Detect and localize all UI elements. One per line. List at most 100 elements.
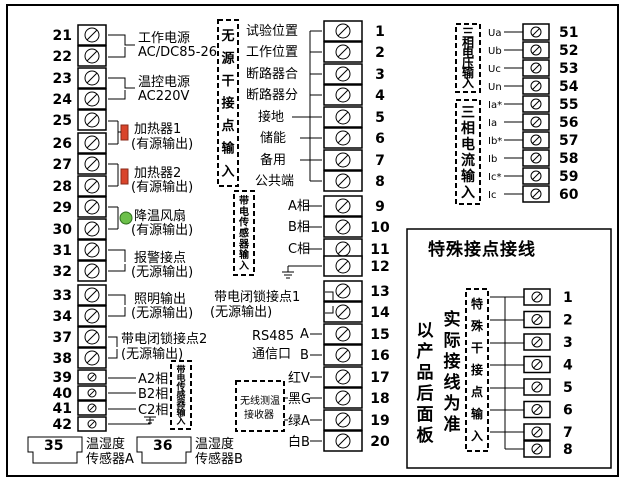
mid-terminal	[323, 149, 363, 171]
right-terminal-label: Ic*	[488, 172, 501, 183]
label-white-b: 白B	[288, 434, 310, 450]
right-terminal-label: Ub	[488, 46, 502, 57]
label-temp-power: 温控电源	[138, 75, 190, 90]
special-terminal	[523, 333, 551, 351]
label-light: 照明输出	[134, 291, 186, 307]
mid-terminal	[323, 409, 363, 431]
label-alarm-mode: (无源输出)	[131, 264, 193, 280]
mid-terminal-number: 19	[370, 413, 389, 429]
label-work-power: 工作电源	[138, 31, 190, 46]
special-terminal-number: 4	[563, 358, 573, 374]
special-contact-section: 特殊接点接线 以产品后面板 实际接线为准 特殊干接点输入	[406, 228, 612, 469]
label-wireless: 无线测温	[240, 394, 280, 407]
label-breaker-close: 断路器合	[246, 66, 298, 82]
three-phase-current-input-box: 三相电流输入	[455, 99, 481, 205]
right-terminal	[522, 59, 550, 77]
label-spare: 备用	[260, 152, 286, 168]
left-terminal-number: 42	[53, 417, 72, 433]
right-terminal-number: 56	[559, 115, 578, 131]
mid-terminal	[323, 344, 363, 366]
vb-voltage-text: 三相电压输入	[462, 26, 475, 90]
mid-terminal	[323, 63, 363, 85]
label-comm-port: 通信口	[252, 347, 291, 362]
special-contact-frame	[406, 228, 612, 469]
mid-terminal-number: 20	[370, 434, 390, 450]
special-terminal-number: 3	[563, 335, 573, 351]
left-terminal-number: 26	[53, 136, 72, 152]
left-terminal-number: 34	[53, 309, 73, 325]
label-c-phase: C相	[288, 242, 310, 257]
mid-terminal	[323, 106, 363, 128]
right-terminal-label: Ib	[488, 154, 497, 165]
left-terminal-number: 38	[53, 351, 72, 367]
right-terminal-number: 51	[559, 25, 578, 41]
right-terminal-label: Ia*	[488, 100, 502, 111]
mid-terminal-number: 13	[370, 284, 389, 300]
label-lock1: 带电闭锁接点1	[214, 289, 300, 305]
right-terminal-number: 58	[559, 151, 578, 167]
label-a-phase: A相	[288, 199, 310, 214]
mid-terminal-number: 8	[375, 174, 385, 190]
mid-terminal	[323, 195, 363, 217]
label-work-power-voltage: AC/DC85-265V	[138, 45, 234, 60]
special-terminal-number: 6	[563, 403, 573, 419]
left-terminal	[77, 284, 107, 306]
special-terminal-number: 5	[563, 380, 573, 396]
right-terminal-number: 54	[559, 79, 579, 95]
heater1-icon	[120, 124, 129, 141]
left-terminal	[77, 305, 107, 327]
left-terminal	[77, 88, 107, 110]
right-terminal-number: 60	[559, 187, 579, 203]
right-terminal	[522, 167, 550, 185]
label-rs485-a: A	[300, 327, 309, 342]
special-terminal	[523, 400, 551, 419]
label-alarm: 报警接点	[134, 250, 186, 266]
label-ground: 接地	[258, 109, 284, 125]
label-black-g: 黑G	[288, 392, 311, 407]
special-terminal	[523, 355, 551, 374]
special-terminal-number: 8	[563, 442, 573, 458]
label-temp-power-voltage: AC220V	[138, 89, 190, 104]
left-terminal-number: 33	[53, 288, 72, 304]
mid-terminal	[323, 280, 363, 302]
left-terminal	[77, 369, 107, 385]
left-terminal-number: 39	[53, 370, 72, 386]
right-terminal	[522, 185, 550, 203]
mid-terminal	[323, 127, 363, 149]
left-terminal-number: 40	[53, 386, 73, 402]
mid-terminal	[323, 387, 363, 409]
mid-terminal	[323, 20, 363, 42]
vt-note2-text: 实际接线为准	[444, 309, 461, 435]
label-b2-phase: B2相	[138, 387, 168, 402]
three-phase-voltage-input-box: 三相电压输入	[455, 23, 481, 93]
label-a2-phase: A2相	[138, 372, 168, 387]
special-terminal	[523, 440, 551, 458]
right-terminal-label: Ib*	[488, 136, 502, 147]
label-rs485: RS485	[252, 329, 294, 344]
label-green-a: 绿A	[288, 414, 310, 429]
left-terminal-number: 30	[53, 222, 73, 238]
left-terminal	[77, 175, 107, 197]
left-terminal	[77, 416, 107, 432]
mid-terminal-number: 18	[370, 391, 389, 407]
left-terminal-number: 29	[53, 200, 72, 216]
left-terminal	[77, 260, 107, 282]
label-work-position: 工作位置	[246, 45, 298, 60]
label-rs485-b: B	[300, 348, 309, 363]
label-red-v: 红V	[288, 370, 310, 386]
mid-terminal-number: 9	[375, 199, 385, 215]
mid-terminal	[323, 41, 363, 63]
special-terminal	[523, 288, 551, 306]
left-terminal	[77, 153, 107, 175]
mid-terminal-number: 1	[375, 24, 385, 40]
left-terminal-number: 24	[53, 92, 73, 108]
right-terminal-label: Uc	[488, 64, 501, 75]
mid-terminal-number: 4	[375, 88, 385, 104]
label-receiver: 接收器	[244, 408, 274, 421]
left-terminal-number: 37	[53, 330, 72, 346]
special-note-col1: 以产品后面板	[417, 321, 435, 446]
